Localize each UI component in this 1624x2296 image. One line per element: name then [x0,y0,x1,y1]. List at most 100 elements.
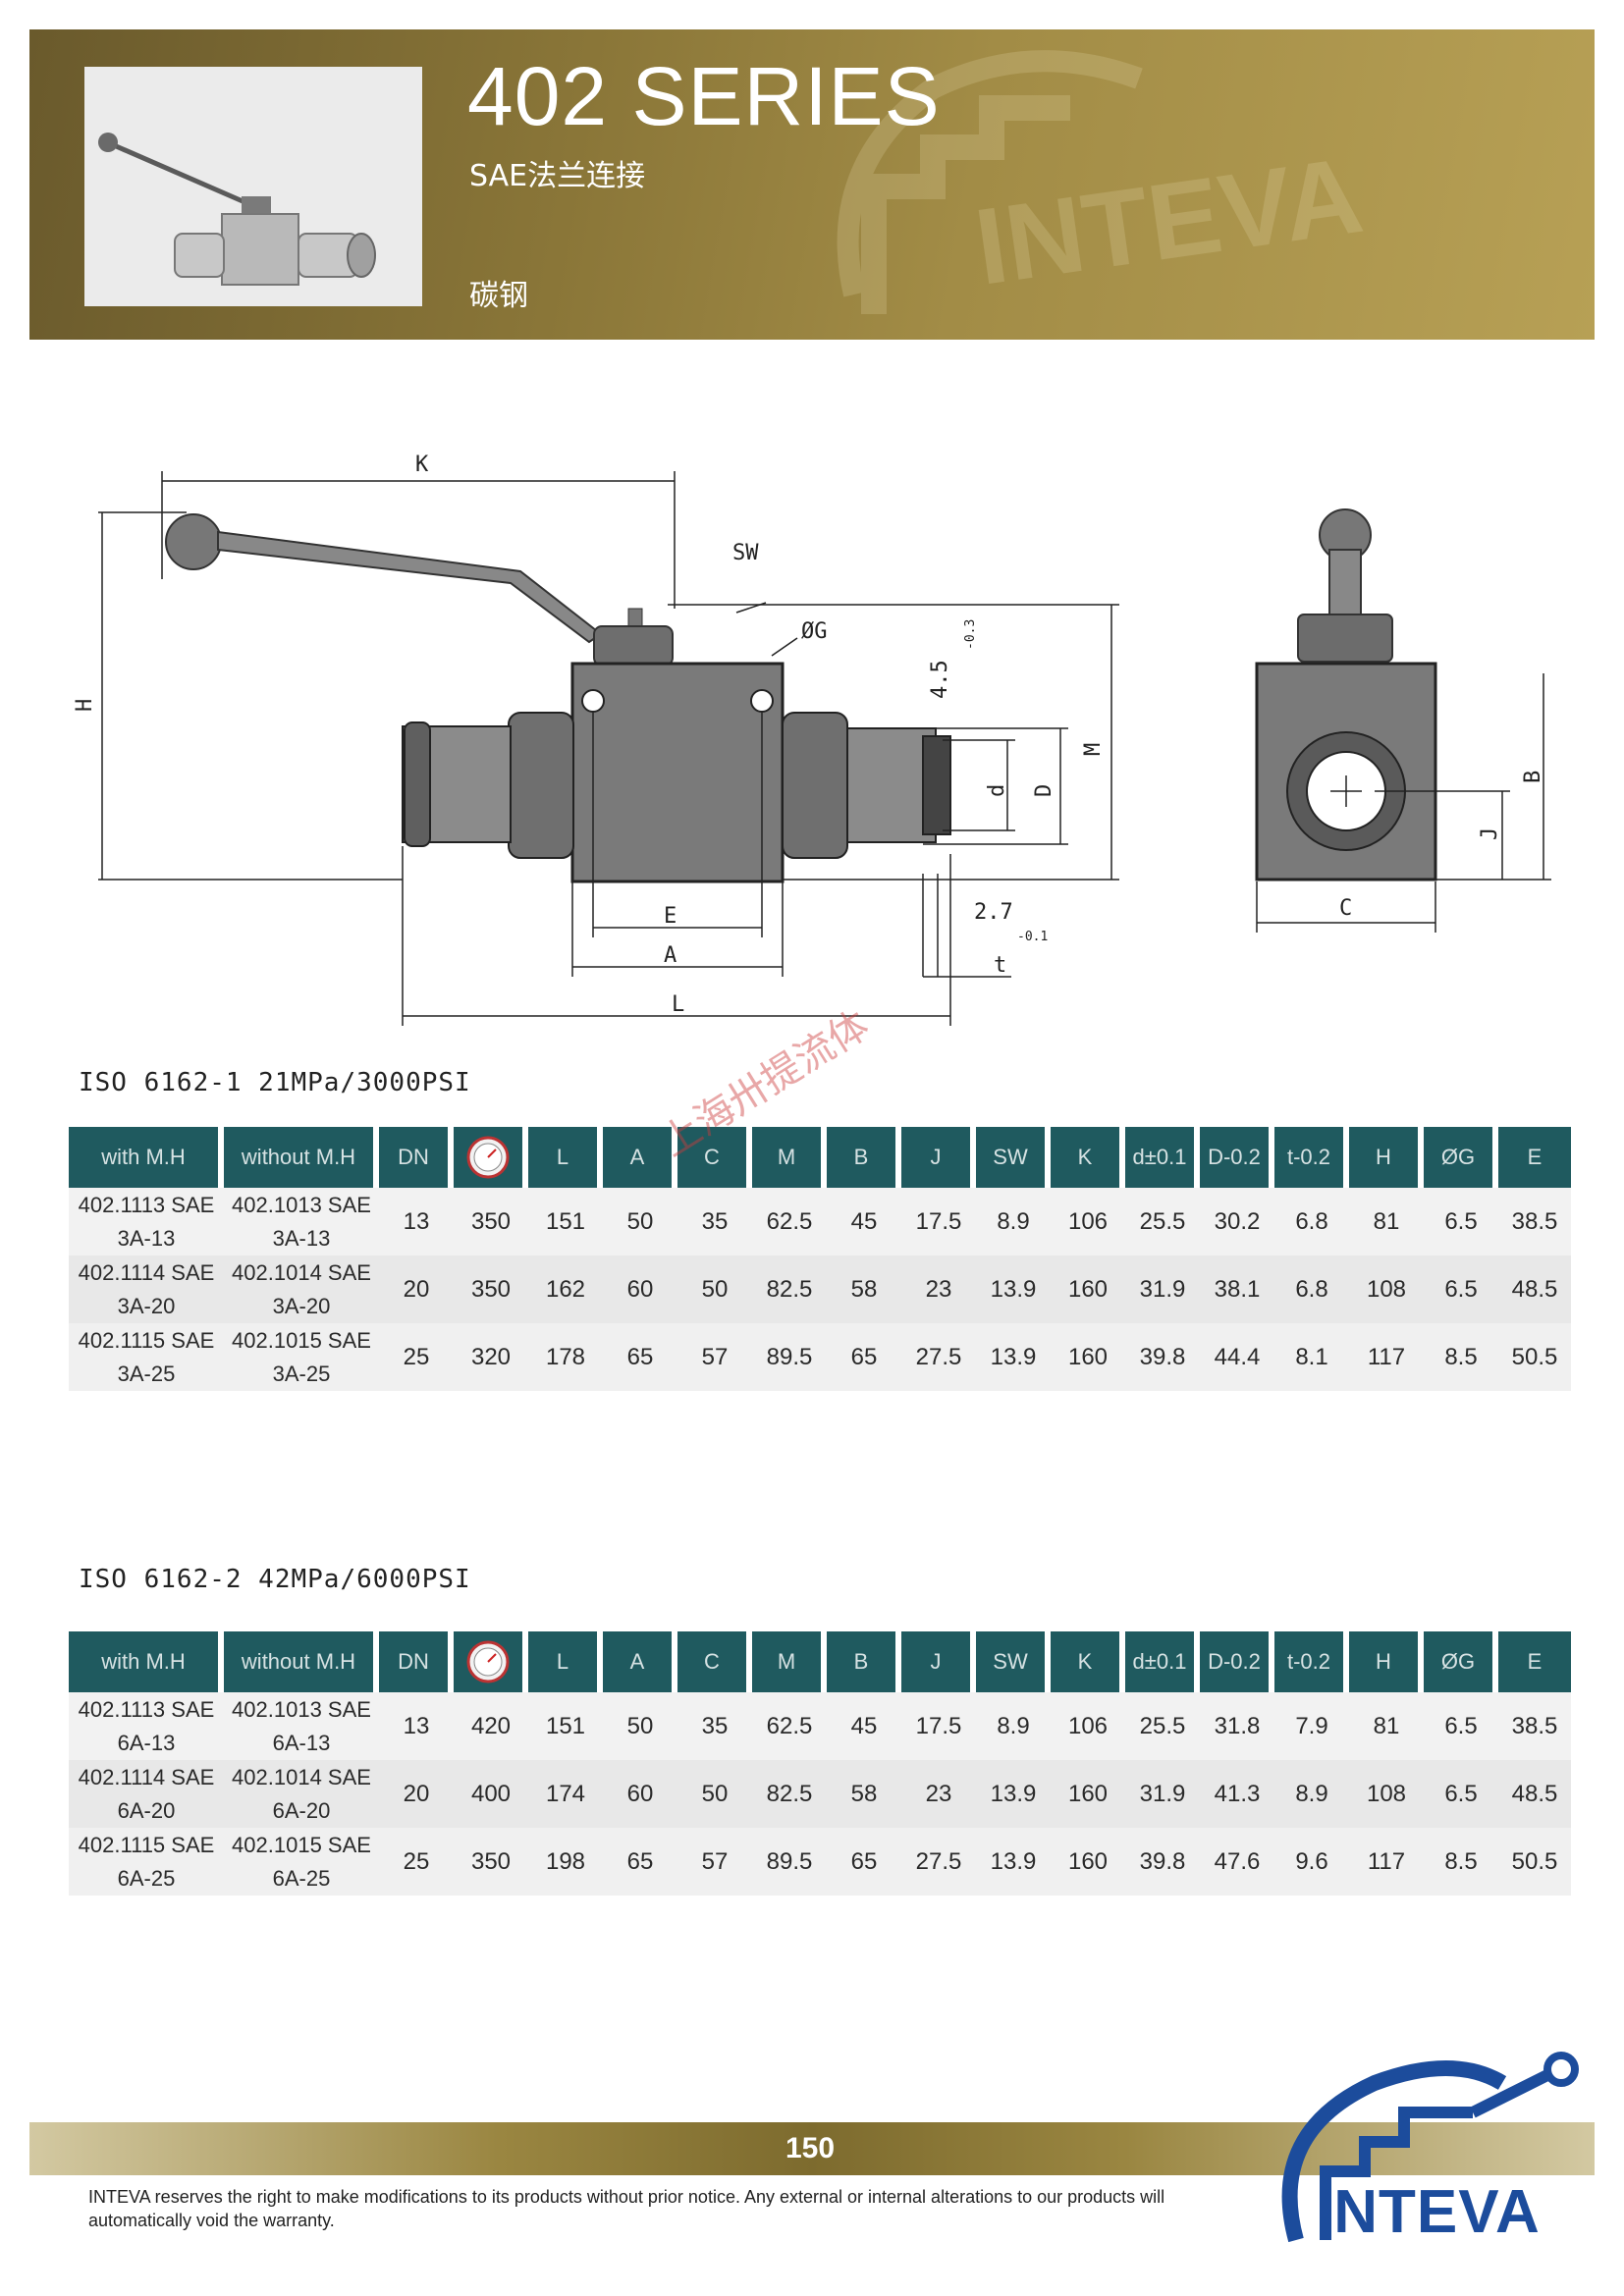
model-line: 402.1014 SAE [232,1764,371,1789]
model-line: 402.1014 SAE [232,1259,371,1285]
model-line: 402.1015 SAE [232,1327,371,1353]
table-cell: 13 [379,1188,454,1255]
table-cell: 8.5 [1424,1323,1498,1391]
table-cell: 8.5 [1424,1828,1498,1896]
page-number: 150 [785,2132,836,2164]
dim-2.7: 2.7 [974,900,1013,925]
table-cell: 160 [1051,1255,1125,1323]
model-line: 402.1113 SAE [78,1192,215,1217]
table-cell: 48.5 [1498,1255,1571,1323]
table-cell: 31.9 [1125,1760,1200,1828]
table-cell: 420 [454,1692,528,1760]
table-cell: 58 [827,1255,901,1323]
table-cell: 58 [827,1760,901,1828]
model-line: 402.1114 SAE [78,1259,215,1285]
table-cell: 106 [1051,1188,1125,1255]
model-line: 402.1114 SAE [78,1764,215,1789]
col-SW: SW [976,1127,1051,1188]
table-header-row: with M.H without M.H DN L A C M B J SW K… [69,1631,1571,1692]
table-cell: 50 [677,1760,752,1828]
col-B: B [827,1631,901,1692]
table-cell: 6.8 [1274,1255,1349,1323]
table-cell: 8.1 [1274,1323,1349,1391]
spec-title-2: ISO 6162-2 42MPa/6000PSI [79,1565,471,1594]
side-view [1255,508,1437,881]
table-cell: 38.5 [1498,1692,1571,1760]
col-t: t-0.2 [1274,1631,1349,1692]
col-A: A [603,1631,677,1692]
col-dn: DN [379,1631,454,1692]
table-cell: 44.4 [1200,1323,1274,1391]
table-cell: 82.5 [752,1255,827,1323]
table-cell: 178 [528,1323,603,1391]
model-line: 402.1113 SAE [78,1696,215,1722]
product-photo [84,67,422,306]
table-cell: 62.5 [752,1188,827,1255]
dimensions-table-3000psi: with M.H without M.H DN L A C M B J SW K… [69,1127,1571,1391]
table-cell: 151 [528,1692,603,1760]
dim-G: ØG [801,619,828,644]
model-line: 3A-20 [272,1293,331,1318]
model-line: 6A-13 [272,1730,331,1755]
table-cell: 25 [379,1828,454,1896]
table-cell: 65 [603,1828,677,1896]
table-cell: 106 [1051,1692,1125,1760]
table-cell: 31.8 [1200,1692,1274,1760]
table-cell: 65 [827,1323,901,1391]
table-cell: 6.5 [1424,1188,1498,1255]
table-cell: 30.2 [1200,1188,1274,1255]
table-cell: 6.5 [1424,1760,1498,1828]
table-cell: 25.5 [1125,1692,1200,1760]
material-label: 碳钢 [469,279,528,313]
table-cell: 20 [379,1255,454,1323]
inteva-logo-text: INTEVA [1316,2178,1541,2246]
table-cell: 160 [1051,1323,1125,1391]
table-cell: 47.6 [1200,1828,1274,1896]
col-C: C [677,1127,752,1188]
table-cell: 48.5 [1498,1760,1571,1828]
table-cell: 174 [528,1760,603,1828]
table-cell: 89.5 [752,1828,827,1896]
col-without-mh: without M.H [224,1631,379,1692]
connection-type: SAE法兰连接 [469,159,646,193]
table-cell: 350 [454,1188,528,1255]
series-title: 402 SERIES [467,50,941,142]
col-d: d±0.1 [1125,1631,1200,1692]
table-cell: 50.5 [1498,1323,1571,1391]
table-cell: 50.5 [1498,1828,1571,1896]
model-without-mh: 402.1014 SAE 3A-20 [224,1255,379,1323]
table-cell: 27.5 [901,1828,976,1896]
dim-A: A [664,943,677,968]
dim-4.5: 4.5 [928,660,952,699]
table-cell: 350 [454,1255,528,1323]
model-with-mh: 402.1114 SAE 3A-20 [69,1255,224,1323]
table-cell: 27.5 [901,1323,976,1391]
model-line: 402.1115 SAE [78,1832,215,1857]
table-cell: 17.5 [901,1692,976,1760]
table-cell: 350 [454,1828,528,1896]
table-cell: 198 [528,1828,603,1896]
table-cell: 117 [1349,1323,1424,1391]
col-pressure [454,1127,528,1188]
table-cell: 38.1 [1200,1255,1274,1323]
table-cell: 50 [603,1692,677,1760]
model-line: 3A-20 [117,1293,176,1318]
col-without-mh: without M.H [224,1127,379,1188]
table-cell: 13.9 [976,1255,1051,1323]
table-cell: 81 [1349,1188,1424,1255]
col-H: H [1349,1631,1424,1692]
model-line: 6A-20 [272,1797,331,1823]
col-with-mh: with M.H [69,1127,224,1188]
dim-M: M [1081,743,1106,756]
table-cell: 50 [603,1188,677,1255]
dim-E: E [664,904,677,929]
model-without-mh: 402.1014 SAE 6A-20 [224,1760,379,1828]
table-cell: 320 [454,1323,528,1391]
